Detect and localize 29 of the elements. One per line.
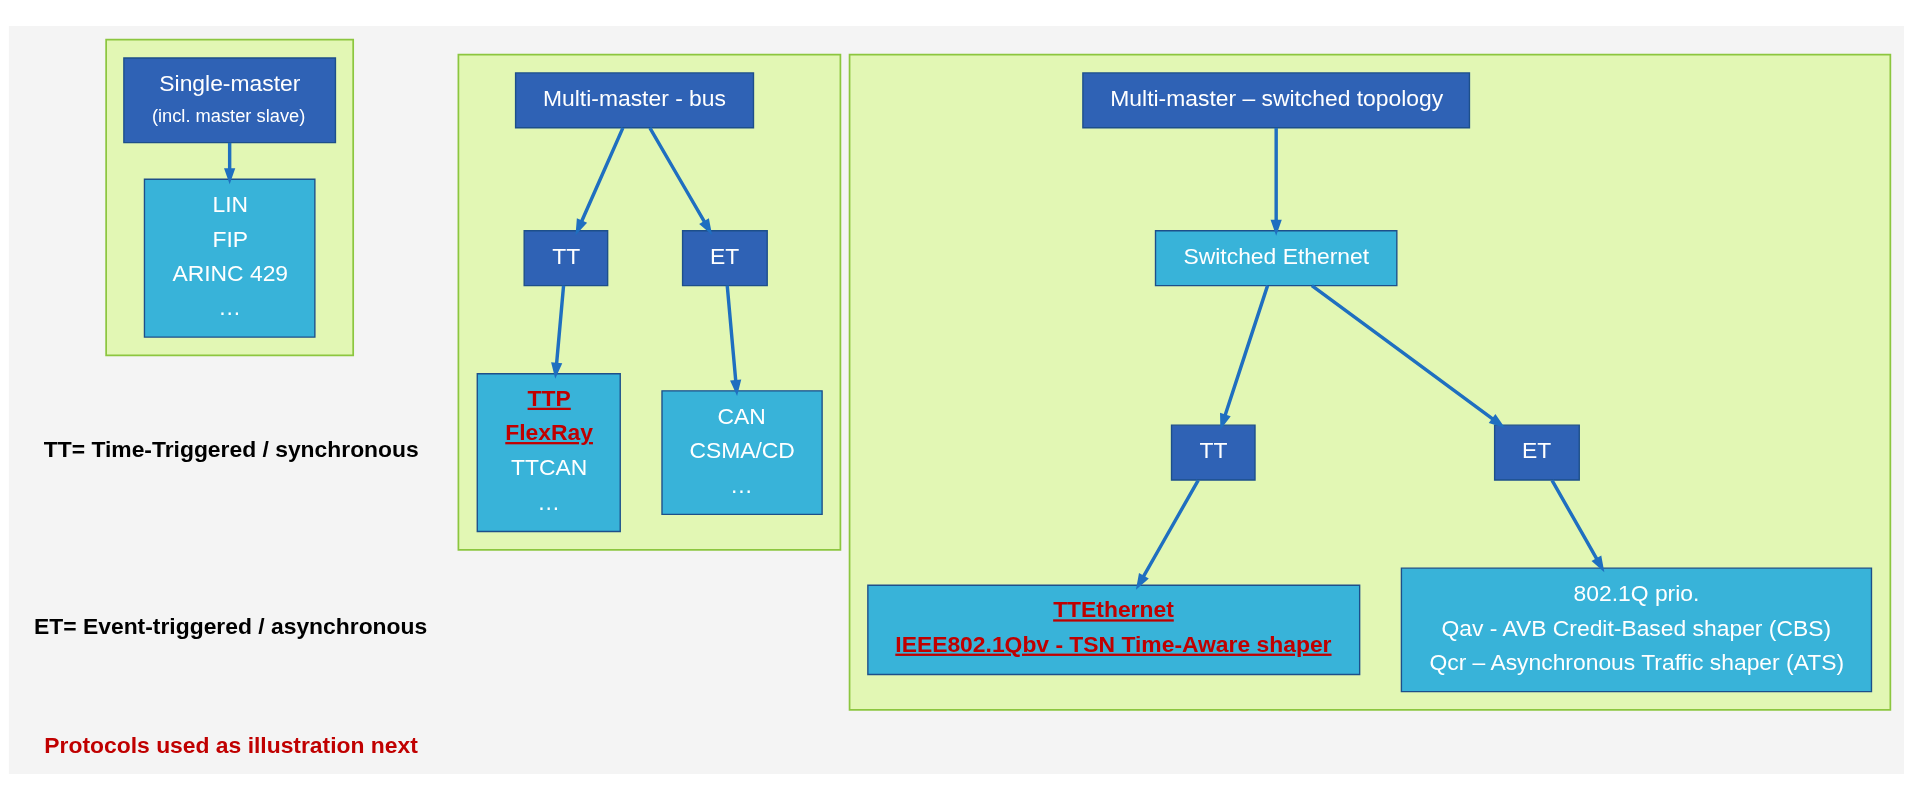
- node-box: ET: [681, 229, 768, 286]
- arrow: [1270, 127, 1282, 236]
- arrow: [1550, 479, 1605, 572]
- label: ET= Event-triggered / asynchronous: [34, 612, 428, 639]
- node-box: TTP FlexRay TTCAN …: [476, 372, 621, 532]
- node-box: Multi-master - bus: [514, 71, 755, 128]
- label: TT= Time-Triggered / synchronous: [43, 435, 419, 462]
- node-box: Single-master (incl. master slave): [123, 56, 337, 143]
- arrow: [575, 126, 625, 235]
- label: Protocols used as illustration next: [44, 731, 418, 758]
- node-box: Switched Ethernet: [1154, 229, 1398, 286]
- node-box: Multi-master – switched topology: [1082, 71, 1471, 128]
- node-box: TTEthernet IEEE802.1Qbv - TSN Time-Aware shaper: [867, 584, 1361, 675]
- node-box: CAN CSMA/CD …: [661, 389, 823, 515]
- node-box: LIN FIP ARINC 429 …: [143, 178, 316, 338]
- node-box: ET: [1493, 423, 1580, 481]
- arrow: [725, 285, 742, 396]
- cluster: [105, 38, 355, 356]
- cluster: [457, 53, 842, 551]
- node-box: TT: [523, 229, 609, 286]
- arrow: [648, 126, 713, 235]
- arrow: [551, 285, 566, 379]
- arrow: [1135, 479, 1200, 590]
- node-box: 802.1Q prio. Qav - AVB Credit-Based shaper (CBS) Qcr – Asynchronous Traffic shaper (ATS): [1400, 566, 1873, 692]
- arrow: [1310, 283, 1505, 428]
- arrow: [1220, 284, 1270, 430]
- node-box: TT: [1170, 423, 1256, 481]
- arrow: [224, 142, 236, 184]
- cluster: [848, 53, 1892, 711]
